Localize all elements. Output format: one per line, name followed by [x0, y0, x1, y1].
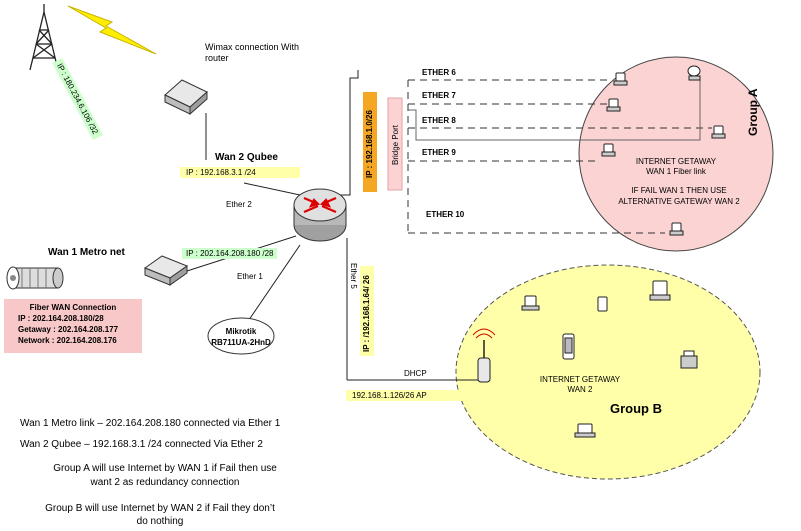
bridge-subnet: IP : 192.168.1.0/26	[365, 110, 374, 178]
wan1-port: Ether 1	[237, 272, 263, 281]
wan2-title: Wan 2 Qubee	[215, 152, 278, 163]
router-label-2: RB711UA-2HnD	[211, 338, 271, 347]
group-b-title: Group B	[610, 401, 662, 416]
note-group-a-1: Group A will use Internet by WAN 1 if Fa…	[53, 463, 277, 474]
group-a-fail-2: ALTERNATIVE GATEWAY WAN 2	[618, 197, 740, 206]
port-ether-8: ETHER 8	[422, 116, 456, 125]
port-ether-10: ETHER 10	[426, 210, 465, 219]
fiber-network: Network : 202.164.208.176	[18, 336, 117, 345]
dhcp-label: DHCP	[404, 369, 427, 378]
note-group-b-2: do nothing	[136, 516, 184, 527]
bridge-port: Bridge Port	[391, 124, 400, 165]
wan1-ip: IP : 202.164.208.180 /28	[182, 248, 278, 259]
group-b-device-icon	[521, 280, 698, 438]
ap-ip: 192.168.1.126/26 AP	[346, 390, 468, 401]
note-wan1: Wan 1 Metro link – 202.164.208.180 conne…	[20, 418, 281, 429]
ether5-label: Ether 5	[349, 263, 358, 289]
metro-modem-icon	[143, 255, 189, 286]
note-group-a-2: want 2 as redundancy connection	[90, 477, 240, 488]
wimax-tower-icon	[29, 4, 59, 71]
note-wan2: Wan 2 Qubee – 192.168.3.1 /24 connected …	[20, 439, 263, 450]
ether-links	[407, 79, 712, 234]
group-b-ellipse	[455, 264, 761, 480]
wan2-port: Ether 2	[226, 200, 252, 209]
wimax-router-icon	[164, 79, 208, 116]
access-point-icon	[472, 328, 496, 383]
fiber-title: Fiber WAN Connection	[29, 303, 117, 312]
mikrotik-bubble	[207, 317, 275, 355]
port-ether-9: ETHER 9	[422, 148, 456, 157]
group-a-computer-icon	[601, 65, 726, 236]
group-a-gateway-1: INTERNET GETAWAY	[635, 157, 717, 166]
fiber-ip: IP : 202.164.208.180/28	[18, 314, 104, 323]
router-icon	[293, 188, 347, 242]
port-ether-7: ETHER 7	[422, 91, 456, 100]
fiber-wan-box: Fiber WAN Connection IP : 202.164.208.18…	[4, 299, 142, 353]
ether5-ip: IP : /192.168.1.64/ 26	[362, 275, 371, 352]
fiber-cable-icon	[6, 266, 64, 290]
group-a-gateway-2: WAN 1 Fiber link	[646, 167, 706, 176]
note-group-b-1: Group B will use Internet by WAN 2 if Fa…	[45, 503, 275, 514]
port-ether-6: ETHER 6	[422, 68, 456, 77]
bridge-subnet-bar	[363, 92, 377, 192]
ether5-bar	[360, 266, 374, 356]
group-a-fail-1: IF FAIL WAN 1 THEN USE	[631, 186, 727, 195]
bridge-port-bar	[387, 97, 403, 191]
wan2-ip: IP : 192.168.3.1 /24	[180, 167, 300, 178]
lightning-icon	[67, 5, 157, 55]
group-b-gateway-2: WAN 2	[567, 385, 593, 394]
fiber-gateway: Getaway : 202.164.208.177	[18, 325, 119, 334]
router-label-1: Mikrotik	[225, 327, 257, 336]
group-a-circle	[578, 56, 774, 252]
wimax-label: Wimax connection With router	[205, 42, 300, 63]
wan1-title: Wan 1 Metro net	[48, 247, 125, 258]
group-a-title: Group A	[746, 88, 760, 136]
group-b-gateway-1: INTERNET GETAWAY	[539, 375, 621, 384]
